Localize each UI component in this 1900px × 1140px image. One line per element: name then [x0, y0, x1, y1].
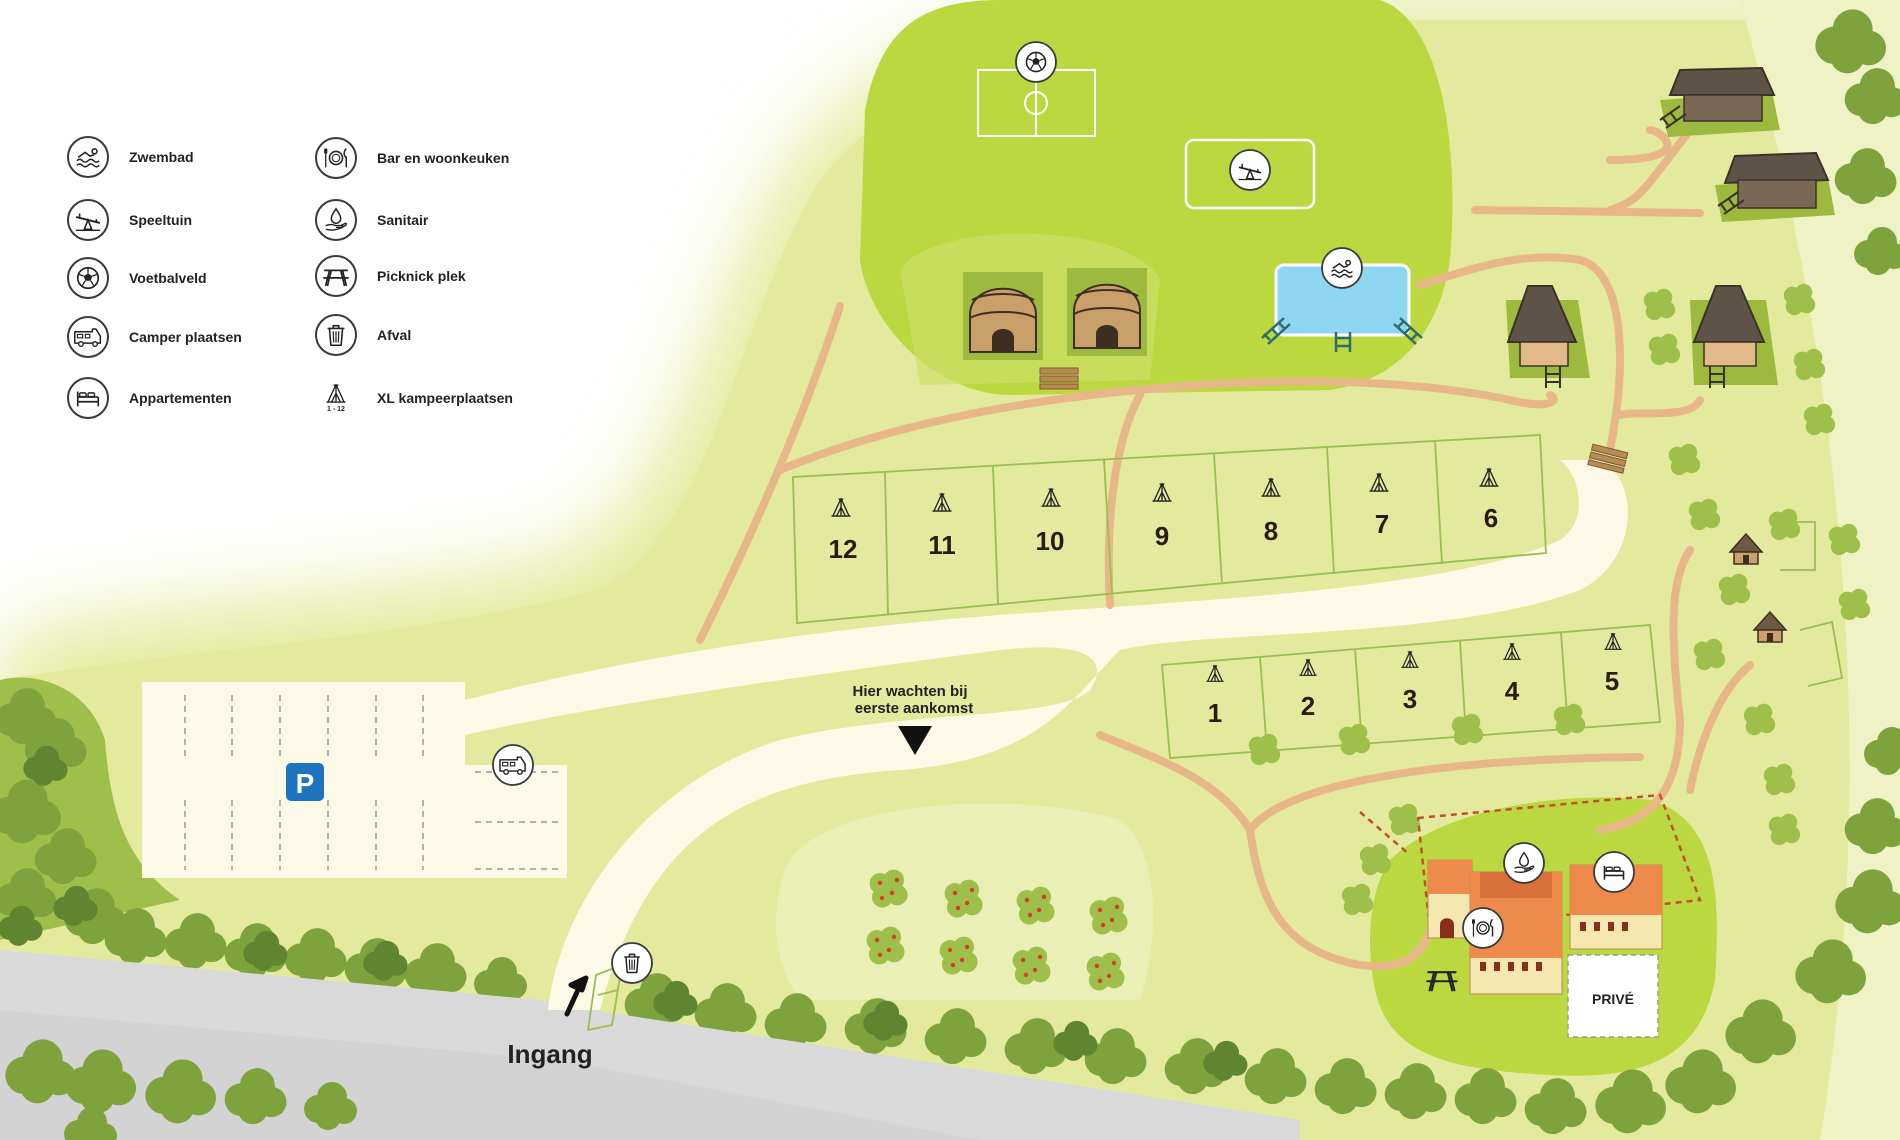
pitch-number: 8: [1264, 516, 1278, 546]
legend-item-voetbalveld: Voetbalveld: [67, 255, 207, 301]
main-drive: [465, 460, 1628, 1010]
paths: [696, 126, 1754, 971]
legend-item-xl: 1 - 12 XL kampeerplaatsen: [315, 375, 513, 421]
playground-area: [1184, 138, 1316, 210]
wait-note-line1: Hier wachten bij: [852, 683, 967, 700]
hand-drop-icon: [315, 199, 357, 241]
pitch-number: 4: [1505, 676, 1520, 706]
legend-label: Sanitair: [377, 212, 429, 228]
legend-label: Camper plaatsen: [129, 329, 242, 345]
legend-item-sanitair: Sanitair: [315, 197, 428, 243]
footbridge: [1587, 443, 1629, 474]
pitch-numbers: 12 11 10 9 8 7 6 1 2 3 4 5: [829, 503, 1620, 728]
map-legend: Zwembad Speeltuin Voetbalveld Camper pla…: [0, 0, 600, 440]
swimmer-icon: [67, 136, 109, 178]
legend-item-afval: Afval: [315, 312, 411, 358]
legend-label: Picknick plek: [377, 268, 466, 284]
pitch-number: 7: [1375, 509, 1389, 539]
bar-marker[interactable]: [1462, 907, 1504, 949]
wait-point-marker: [898, 726, 932, 755]
legend-item-picknick: Picknick plek: [315, 253, 466, 299]
pitch-number: 5: [1605, 666, 1619, 696]
pitch-number: 12: [829, 534, 858, 564]
legend-item-bar: Bar en woonkeuken: [315, 135, 509, 181]
legend-item-camper: Camper plaatsen: [67, 314, 242, 360]
orchard: [866, 869, 1128, 991]
entrance-label: Ingang: [507, 1039, 592, 1069]
pitch-number: 10: [1036, 526, 1065, 556]
pitch-number: 9: [1155, 521, 1169, 551]
pitch-number: 1: [1208, 698, 1222, 728]
bed-icon: [67, 377, 109, 419]
camper-marker[interactable]: [492, 744, 534, 786]
parking-sign-letter: P: [296, 768, 315, 799]
map-markers: [492, 41, 1635, 984]
legend-item-zwembad: Zwembad: [67, 134, 194, 180]
seesaw-icon: [67, 199, 109, 241]
tent-cabins: [1506, 285, 1778, 388]
pitch-number: 6: [1484, 503, 1498, 533]
legend-label: Zwembad: [129, 149, 194, 165]
pitch-number: 3: [1403, 684, 1417, 714]
private-label: PRIVÉ: [1592, 991, 1634, 1007]
dome-tents: [963, 268, 1147, 390]
apartment-marker[interactable]: [1593, 851, 1635, 893]
football-marker[interactable]: [1015, 41, 1057, 83]
pitch-grid-top: [792, 434, 1547, 624]
camper-icon: [67, 316, 109, 358]
legend-item-speeltuin: Speeltuin: [67, 197, 192, 243]
wait-note-line2: eerste aankomst: [855, 700, 973, 717]
pitch-number: 11: [928, 530, 956, 560]
trash-bin-icon: [315, 314, 357, 356]
small-huts: [1729, 521, 1844, 687]
private-area: [1567, 954, 1659, 1038]
tent-icon: 1 - 12: [315, 377, 357, 419]
picnic-table-icon: [315, 255, 357, 297]
legend-item-appartementen: Appartementen: [67, 375, 232, 421]
legend-label: Afval: [377, 327, 412, 343]
parking-area: [142, 682, 567, 878]
legend-label: Speeltuin: [129, 212, 193, 228]
legend-label: Bar en woonkeuken: [377, 150, 510, 166]
safari-lodges: [1659, 66, 1835, 222]
football-icon: [67, 257, 109, 299]
pitch-number: 2: [1301, 691, 1315, 721]
legend-label: Voetbalveld: [129, 270, 207, 286]
trash-marker[interactable]: [611, 942, 653, 984]
parking-sign: [286, 763, 324, 801]
pool-marker[interactable]: [1321, 247, 1363, 289]
legend-label: XL kampeerplaatsen: [377, 390, 513, 406]
tent-range-label: 1 - 12: [327, 406, 345, 413]
sanitary-marker[interactable]: [1503, 842, 1545, 884]
legend-label: Appartementen: [129, 390, 232, 406]
plate-cutlery-icon: [315, 137, 357, 179]
playground-marker[interactable]: [1229, 149, 1271, 191]
entrance-arrow-icon: [564, 975, 589, 1017]
